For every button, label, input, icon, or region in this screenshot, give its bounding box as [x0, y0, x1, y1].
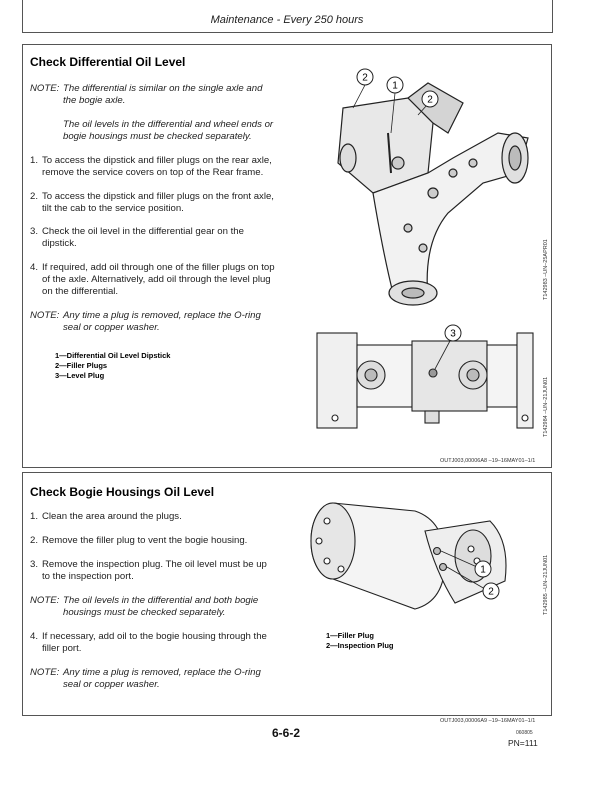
header-right-rule [552, 0, 553, 33]
page-number: 6-6-2 [271, 726, 300, 740]
pn-number: PN=111 [508, 738, 538, 748]
callout-label: 3 [450, 329, 456, 340]
section-bogie-housings-oil: Check Bogie Housings Oil Level 1. Clean … [22, 472, 552, 716]
figure-reference: T142985 –UN–21JUN01 [543, 554, 549, 615]
callout-label: 2 [488, 587, 494, 598]
note-oring: NOTE: Any time a plug is removed, replac… [30, 667, 261, 690]
callout-label: 2 [362, 73, 368, 84]
figure-reference: T142983 –UN–25APR01 [543, 239, 549, 300]
figure-reference: T142984 –UN–21JUN01 [543, 376, 549, 437]
callout-label: 1 [392, 81, 398, 92]
list-item: 3. Remove the inspection plug. The oil l… [30, 559, 267, 582]
note-label: NOTE: [30, 83, 60, 94]
list-item: 2. Remove the filler plug to vent the bo… [30, 535, 248, 546]
note-separate-check: NOTE: The oil levels in the differential… [30, 595, 259, 618]
print-code: 060805 [516, 730, 533, 736]
section-title: Check Differential Oil Level [30, 55, 186, 69]
document-reference: OUTJ003,00006A9 –19–16MAY01–1/1 [440, 718, 536, 724]
axle-illustration: 2 1 2 [337, 68, 529, 306]
list-item: 1. To access the dipstick and filler plu… [30, 155, 272, 178]
list-item: 4. If necessary, add oil to the bogie ho… [30, 631, 267, 654]
figure-legend: 1—Differential Oil Level Dipstick 2—Fill… [55, 351, 171, 380]
list-item: 3. Check the oil level in the differenti… [30, 226, 244, 249]
note-oring: NOTE: Any time a plug is removed, replac… [30, 310, 261, 333]
section-differential-oil: Check Differential Oil Level NOTE: The d… [22, 44, 552, 468]
note-differential-similar: NOTE: The differential is similar on the… [30, 83, 274, 142]
callout-label: 1 [480, 565, 486, 576]
document-reference: OUTJ003,00006A8 –19–16MAY01–1/1 [440, 458, 536, 464]
differential-illustration: 3 [316, 324, 534, 429]
header-left-rule [22, 0, 23, 33]
section-title: Check Bogie Housings Oil Level [30, 485, 215, 499]
list-item: 4. If required, add oil through one of t… [30, 262, 275, 297]
header-rule [22, 32, 552, 33]
bogie-housing-illustration: 1 2 [310, 502, 507, 610]
running-header: Maintenance - Every 250 hours [210, 14, 364, 26]
callout-label: 2 [427, 95, 433, 106]
figure-legend: 1—Filler Plug 2—Inspection Plug [326, 631, 394, 650]
list-item: 1. Clean the area around the plugs. [30, 511, 182, 522]
list-item: 2. To access the dipstick and filler plu… [30, 191, 274, 214]
